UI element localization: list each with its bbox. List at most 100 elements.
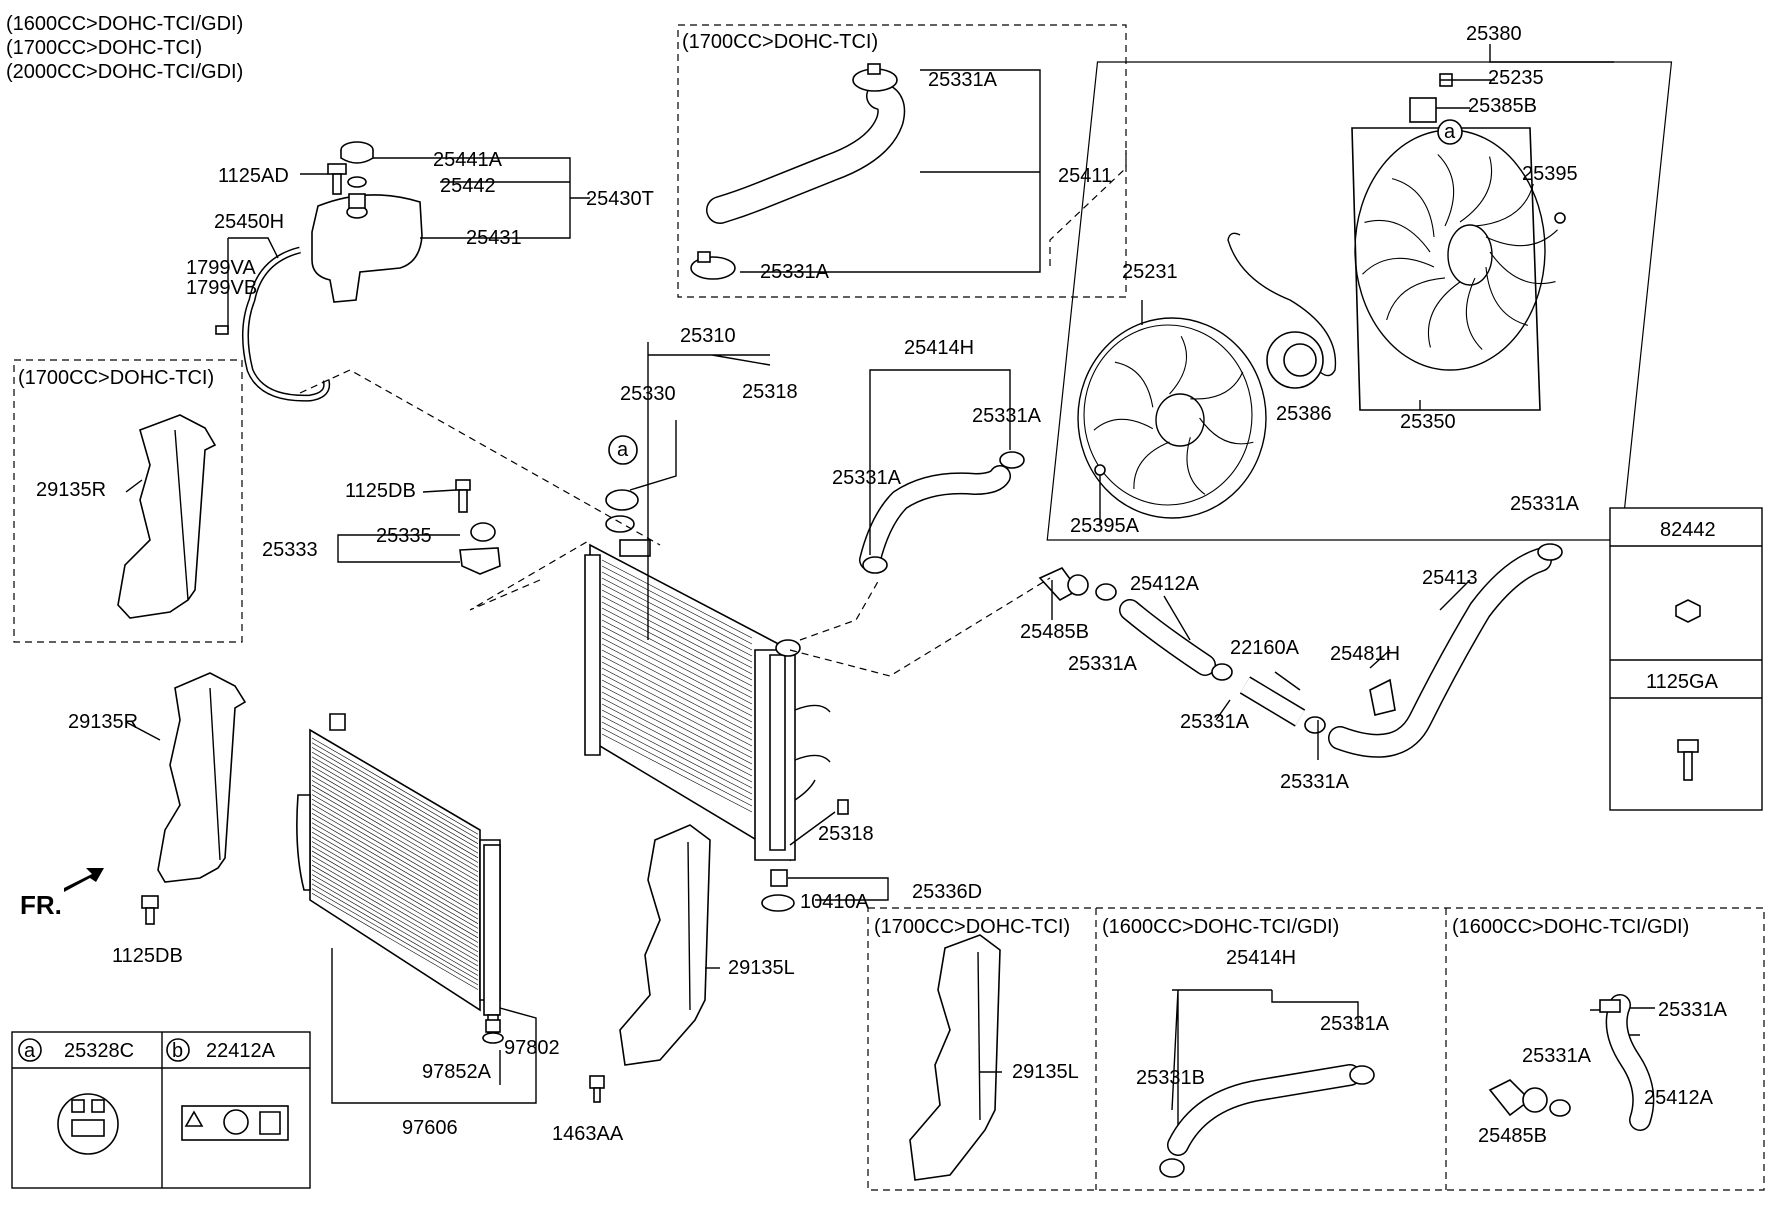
callout-25441A: 25441A (433, 149, 503, 171)
callout-25318-top: 25318 (742, 381, 798, 403)
clamp-25331A-alt (1349, 1065, 1375, 1085)
coolant-reservoir (311, 193, 423, 303)
callout-29135L: 29135L (728, 957, 795, 979)
callout-25411: 25411 (1058, 165, 1112, 187)
callout-25331A-mid1: 25331A (1068, 653, 1138, 675)
clamp-25331A-b (1095, 583, 1117, 601)
cap-seal-ring (347, 176, 367, 188)
callout-10410A: 10410A (800, 891, 870, 913)
callout-25331A-alt: 25331A (1320, 1013, 1390, 1035)
callout-25331A-upper-right: 25331A (972, 405, 1042, 427)
cap-25330 (605, 489, 639, 511)
callout-25412A: 25412A (1130, 573, 1200, 595)
clamp-25331A-c (1211, 663, 1233, 681)
drain-cock-25318 (837, 799, 849, 815)
reference-a-radiator-label: a (617, 439, 629, 461)
callout-25485B-alt: 25485B (1478, 1125, 1547, 1147)
bolt-1125DB (141, 895, 159, 925)
callout-25331A-box-top: 25331A (928, 69, 998, 91)
hose-fitting-25485B (1038, 567, 1089, 602)
callout-25335: 25335 (376, 525, 432, 547)
bolt-1125DB-mount (455, 479, 471, 513)
shroud-screw (1554, 212, 1566, 224)
callout-97606: 97606 (402, 1117, 458, 1139)
variant-box-bottom-hose-mid-label: (1600CC>DOHC-TCI/GDI) (1102, 916, 1339, 938)
callout-97852A: 97852A (422, 1061, 492, 1083)
variant-box-left-guard (13, 359, 243, 643)
warning-label-icon (57, 1093, 119, 1155)
callout-25395: 25395 (1522, 163, 1578, 185)
caution-label-icon (181, 1105, 289, 1141)
callout-25333: 25333 (262, 539, 318, 561)
callout-25430T: 25430T (586, 188, 654, 210)
legend-a-letter: a (24, 1040, 36, 1062)
hose-clip-25481H (1369, 678, 1396, 716)
callout-25395A: 25395A (1070, 515, 1140, 537)
callout-25331A-upper-left: 25331A (832, 467, 902, 489)
shroud-fan-blades (1362, 154, 1558, 350)
model-line-1600: (1600CC>DOHC-TCI/GDI) (6, 13, 244, 35)
hose-fitting-25485B-alt (1488, 1079, 1548, 1117)
variant-box-bottom (867, 907, 1765, 1191)
reservoir-bolt (327, 163, 347, 195)
callout-25386: 25386 (1276, 403, 1332, 425)
callout-29135L-box: 29135L (1012, 1061, 1079, 1083)
legend-b-letter: b (172, 1040, 183, 1062)
reference-a-radiator (608, 435, 638, 465)
callout-1125AD: 1125AD (218, 165, 289, 187)
callout-1799VB: 1799VB (186, 277, 257, 299)
legend-b-part: 22412A (206, 1040, 276, 1062)
model-line-2000: (2000CC>DOHC-TCI/GDI) (6, 61, 244, 83)
callout-25414H-alt: 25414H (1226, 947, 1296, 969)
receiver-drier-plug (482, 1019, 504, 1044)
callout-1125DB-mount: 1125DB (345, 480, 416, 502)
clamp-25331A-e (1537, 543, 1563, 561)
callout-25318-drain: 25318 (818, 823, 874, 845)
callout-1799VA: 1799VA (186, 257, 256, 279)
callout-25330: 25330 (620, 383, 676, 405)
callout-25485B: 25485B (1020, 621, 1089, 643)
variant-box-bottom-hose-right-label: (1600CC>DOHC-TCI/GDI) (1452, 916, 1689, 938)
leader-lines (125, 44, 1655, 1145)
callout-25450H: 25450H (214, 211, 284, 233)
callout-29135R: 29135R (68, 711, 138, 733)
callout-25331A-mid3: 25331A (1280, 771, 1350, 793)
front-label: FR. (20, 890, 62, 920)
variant-box-top-hose (677, 24, 1127, 298)
callout-29135R-box: 29135R (36, 479, 106, 501)
condenser (296, 713, 501, 1034)
clamp-25331A-lower (862, 556, 888, 574)
clamp-25331A-alt3 (1599, 999, 1621, 1013)
condenser-fins (311, 737, 479, 990)
callout-25331A-mid2: 25331A (1180, 711, 1250, 733)
variant-box-top-hose-label: (1700CC>DOHC-TCI) (682, 31, 878, 53)
callout-25413: 25413 (1422, 567, 1478, 589)
callout-25431: 25431 (466, 227, 522, 249)
callout-25481H: 25481H (1330, 643, 1400, 665)
clamp-25331B (1159, 1158, 1185, 1178)
air-guard-29135L-box (909, 934, 1001, 1181)
callout-25412A-alt: 25412A (1644, 1087, 1714, 1109)
callout-25331A-right-top: 25331A (1658, 999, 1728, 1021)
air-guard-29135R-box (117, 414, 217, 619)
air-guard-29135R (157, 672, 247, 883)
hose-clamp-bottom (690, 251, 736, 280)
clamp-25331A-upper (999, 451, 1025, 469)
legend-1125GA: 1125GA (1646, 671, 1719, 693)
callout-97802: 97802 (504, 1037, 560, 1059)
drain-plug-25336D (761, 869, 795, 912)
fan-blades-inner (1093, 335, 1254, 495)
front-arrow-icon (64, 868, 104, 892)
clamp-25331A-alt2 (1549, 1099, 1571, 1117)
fan-screw (1094, 464, 1106, 476)
callout-25231: 25231 (1122, 261, 1178, 283)
callout-25385B: 25385B (1468, 95, 1537, 117)
model-line-1700: (1700CC>DOHC-TCI) (6, 37, 203, 59)
fan-motor (1227, 232, 1337, 389)
legend-82442: 82442 (1660, 519, 1716, 541)
callout-25331B: 25331B (1136, 1067, 1205, 1089)
callout-25235: 25235 (1488, 67, 1544, 89)
callout-25310: 25310 (680, 325, 736, 347)
bolt-1463AA (589, 1075, 605, 1103)
